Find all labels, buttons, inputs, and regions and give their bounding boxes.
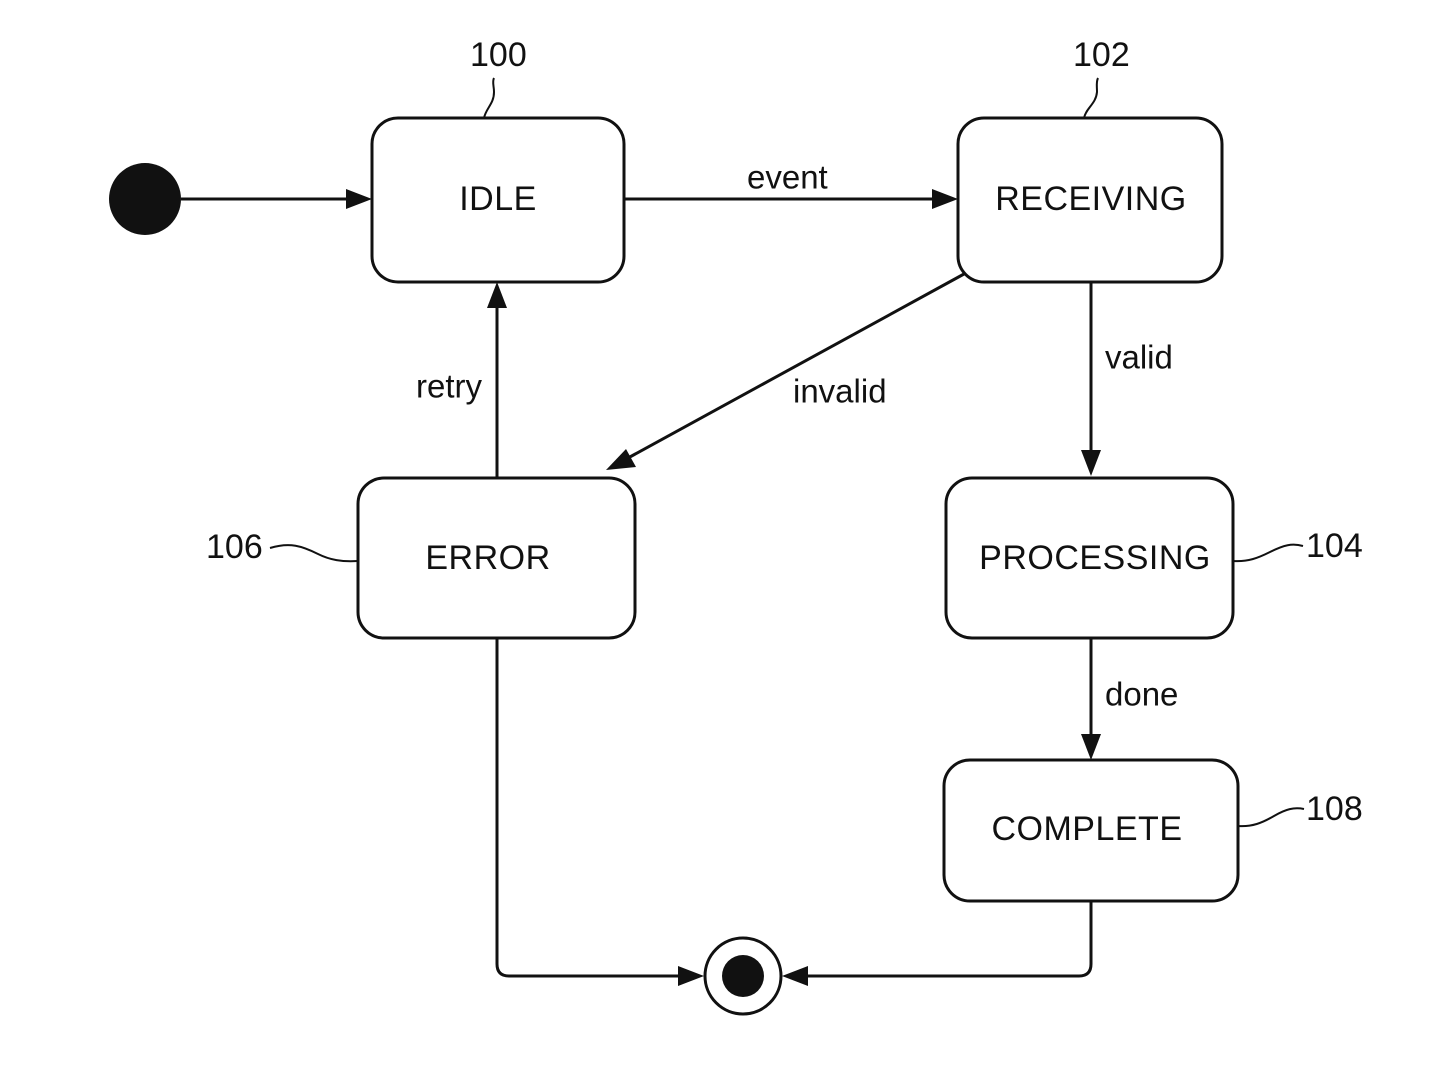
state-receiving-label: RECEIVING: [995, 180, 1187, 218]
state-error-label: ERROR: [425, 539, 550, 577]
transition-valid-arrowhead: [1081, 450, 1101, 476]
ref-leader-108: [1238, 808, 1304, 826]
transition-retry-arrowhead: [487, 282, 507, 308]
final-state-node: [705, 938, 781, 1014]
ref-leader-104: [1233, 545, 1303, 562]
transition-done-label: done: [1105, 676, 1178, 713]
state-complete: COMPLETE: [944, 760, 1238, 901]
transition-error-final-arrowhead: [678, 966, 704, 986]
transition-complete-final-arrowhead: [782, 966, 808, 986]
initial-state-node: [109, 163, 181, 235]
transition-valid-label: valid: [1105, 339, 1173, 376]
ref-leader-102: [1084, 78, 1098, 118]
state-processing: PROCESSING: [946, 478, 1233, 638]
state-complete-label: COMPLETE: [991, 810, 1182, 848]
transition-invalid-line: [628, 274, 964, 458]
initial-transition-arrowhead: [346, 189, 372, 209]
ref-label-100: 100: [470, 36, 527, 74]
ref-label-106: 106: [206, 528, 263, 566]
ref-leader-100: [484, 78, 494, 118]
state-processing-label: PROCESSING: [979, 539, 1211, 577]
transition-error-final-line: [497, 638, 682, 976]
state-idle: IDLE: [372, 118, 624, 282]
transition-invalid-arrowhead: [606, 449, 636, 470]
state-idle-label: IDLE: [459, 180, 537, 218]
ref-leader-106: [270, 545, 358, 561]
transition-invalid-label: invalid: [793, 373, 887, 410]
transition-event-label: event: [747, 159, 828, 196]
transition-event-arrowhead: [932, 189, 958, 209]
state-error: ERROR: [358, 478, 635, 638]
state-receiving: RECEIVING: [958, 118, 1222, 282]
ref-label-104: 104: [1306, 527, 1363, 565]
ref-label-102: 102: [1073, 36, 1130, 74]
transition-retry-label: retry: [416, 368, 483, 405]
transition-complete-final-line: [804, 901, 1091, 976]
transition-done-arrowhead: [1081, 734, 1101, 760]
ref-label-108: 108: [1306, 790, 1363, 828]
